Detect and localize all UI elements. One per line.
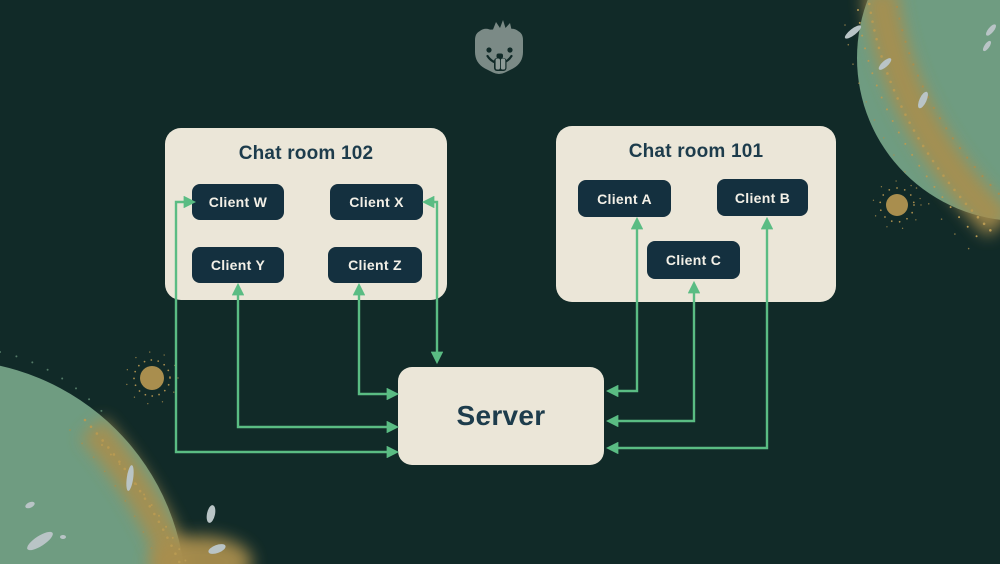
chat-room-102-box: Chat room 102 Client W Client X Client Y… — [165, 128, 447, 300]
client-b-box: Client B — [717, 179, 808, 216]
client-x-box: Client X — [330, 184, 423, 220]
gold-dot-left — [125, 351, 179, 405]
client-c-box: Client C — [647, 241, 740, 279]
gold-splatter-top-right — [844, 0, 1000, 256]
gold-dot-right — [872, 180, 922, 230]
client-w-box: Client W — [192, 184, 284, 220]
paint-specks — [25, 24, 996, 554]
gold-splatter-bottom-left — [0, 351, 252, 564]
client-z-box: Client Z — [328, 247, 422, 283]
chat-room-101-box: Chat room 101 Client A Client B Client C — [556, 126, 836, 302]
server-box: Server — [398, 367, 604, 465]
client-a-box: Client A — [578, 180, 671, 217]
chat-room-102-title: Chat room 102 — [238, 143, 374, 164]
chat-room-101-title: Chat room 101 — [628, 141, 764, 162]
client-y-box: Client Y — [192, 247, 284, 283]
beaver-logo-icon — [475, 20, 523, 74]
